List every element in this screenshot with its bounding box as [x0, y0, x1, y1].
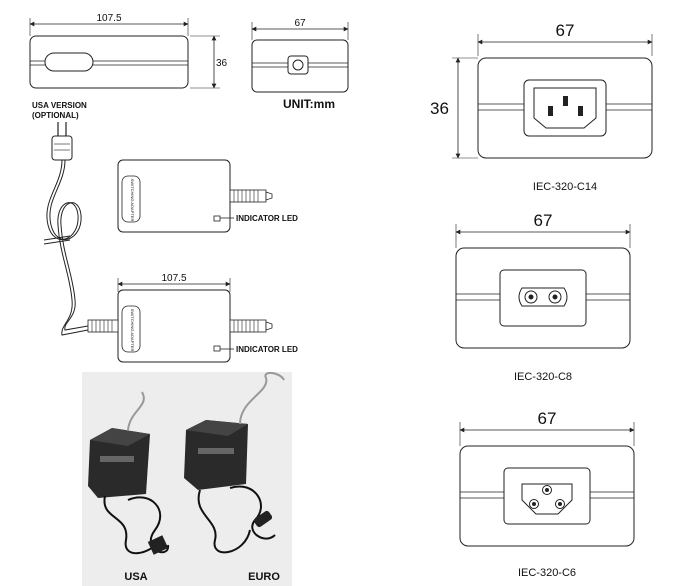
- end-width-label: 67: [294, 18, 306, 29]
- c6-width-label: 67: [538, 409, 557, 428]
- adapter-body-text-2: SWITCHING ADAPTER: [130, 309, 135, 352]
- top-height-label: 36: [216, 58, 228, 69]
- c8-width-label: 67: [534, 211, 553, 230]
- adapter-end-view: 67 UNIT:mm: [251, 18, 349, 111]
- photo-usa-label: USA: [124, 571, 147, 583]
- product-photo: USA EURO: [82, 372, 292, 586]
- adapter-body-text-1: SWITCHING ADAPTER: [130, 179, 135, 222]
- side-length-label: 107.5: [161, 273, 186, 284]
- c6-caption: IEC-320-C6: [518, 567, 576, 579]
- adapter-side-view-1: SWITCHING ADAPTER INDICATOR LED: [117, 159, 298, 233]
- usa-plug-drawing: USA VERSION (OPTIONAL): [32, 101, 89, 336]
- adapter-top-view: 107.5 36: [29, 13, 228, 89]
- indicator-led-label-2: INDICATOR LED: [236, 345, 298, 354]
- usa-version-label: USA VERSION: [32, 101, 87, 110]
- unit-label: UNIT:mm: [283, 97, 335, 111]
- connector-c8: 67 IEC-320-C8: [455, 211, 631, 383]
- optional-label: (OPTIONAL): [32, 111, 79, 120]
- indicator-led-label-1: INDICATOR LED: [236, 214, 298, 223]
- photo-euro-label: EURO: [248, 571, 280, 583]
- connector-c6: 67 IEC-320-C6: [459, 409, 635, 579]
- adapter-side-view-2: 107.5 SWITCHING ADAPTER INDICATOR LED: [87, 273, 298, 363]
- c14-caption: IEC-320-C14: [533, 181, 597, 193]
- c14-height-label: 36: [430, 99, 449, 118]
- connector-c14: 67 36 IEC-320-C14: [430, 21, 653, 193]
- c8-caption: IEC-320-C8: [514, 371, 572, 383]
- top-length-label: 107.5: [96, 13, 121, 24]
- c14-width-label: 67: [556, 21, 575, 40]
